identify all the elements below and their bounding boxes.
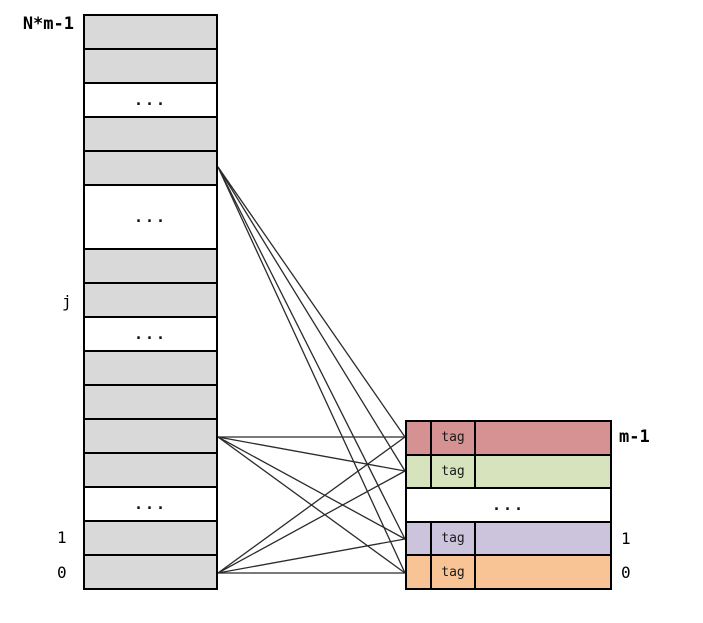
memory-block-row bbox=[85, 350, 216, 385]
cache-data-cell bbox=[476, 422, 610, 454]
memory-top-index-label: N*m-1 bbox=[22, 14, 74, 34]
memory-ellipsis-row: ... bbox=[85, 486, 216, 521]
connection-line bbox=[217, 470, 406, 574]
cache-entry-row: tag bbox=[407, 554, 610, 588]
memory-block-row bbox=[85, 452, 216, 487]
connection-line bbox=[217, 436, 406, 574]
memory-block-row bbox=[85, 418, 216, 453]
cache-data-cell bbox=[476, 556, 610, 588]
connection-line bbox=[217, 166, 406, 438]
cache-data-cell bbox=[476, 456, 610, 488]
cache-row-1-label: 1 bbox=[621, 529, 631, 548]
memory-block-row bbox=[85, 16, 216, 48]
cache-data-cell bbox=[476, 523, 610, 555]
connection-line bbox=[217, 436, 406, 472]
memory-row-0-label: 0 bbox=[57, 563, 67, 582]
cache-tag-cell: tag bbox=[432, 422, 476, 454]
memory-block-row bbox=[85, 384, 216, 419]
connection-line bbox=[217, 436, 406, 574]
memory-ellipsis-row: ... bbox=[85, 316, 216, 351]
memory-array: ............ bbox=[83, 14, 218, 590]
memory-row-1-label: 1 bbox=[57, 528, 67, 547]
memory-row-j-label: j bbox=[62, 292, 72, 311]
connection-line bbox=[217, 166, 406, 540]
memory-block-row bbox=[85, 48, 216, 82]
memory-block-row bbox=[85, 150, 216, 184]
cache-entry-row: tag bbox=[407, 422, 610, 454]
cache-row-0-label: 0 bbox=[621, 563, 631, 582]
connection-line bbox=[217, 538, 406, 574]
connection-line bbox=[217, 166, 406, 472]
memory-ellipsis-row: ... bbox=[85, 184, 216, 249]
connection-line bbox=[217, 166, 406, 574]
cache-tag-cell: tag bbox=[432, 455, 476, 488]
memory-block-row bbox=[85, 520, 216, 555]
cache-tag-cell: tag bbox=[432, 522, 476, 555]
memory-ellipsis-row: ... bbox=[85, 82, 216, 116]
cache-valid-cell bbox=[407, 556, 432, 588]
cache-entry-row: tag bbox=[407, 520, 610, 555]
memory-block-row bbox=[85, 282, 216, 317]
memory-block-row bbox=[85, 248, 216, 283]
cache-valid-cell bbox=[407, 522, 432, 555]
cache-ellipsis-row: ... bbox=[407, 487, 610, 521]
connection-line bbox=[217, 436, 406, 540]
cache-tag-cell: tag bbox=[432, 556, 476, 588]
cache-valid-cell bbox=[407, 455, 432, 488]
cache-entry-row: tag bbox=[407, 453, 610, 488]
cache-valid-cell bbox=[407, 422, 432, 454]
memory-block-row bbox=[85, 116, 216, 150]
cache-top-index-label: m-1 bbox=[619, 427, 650, 447]
memory-block-row bbox=[85, 554, 216, 589]
